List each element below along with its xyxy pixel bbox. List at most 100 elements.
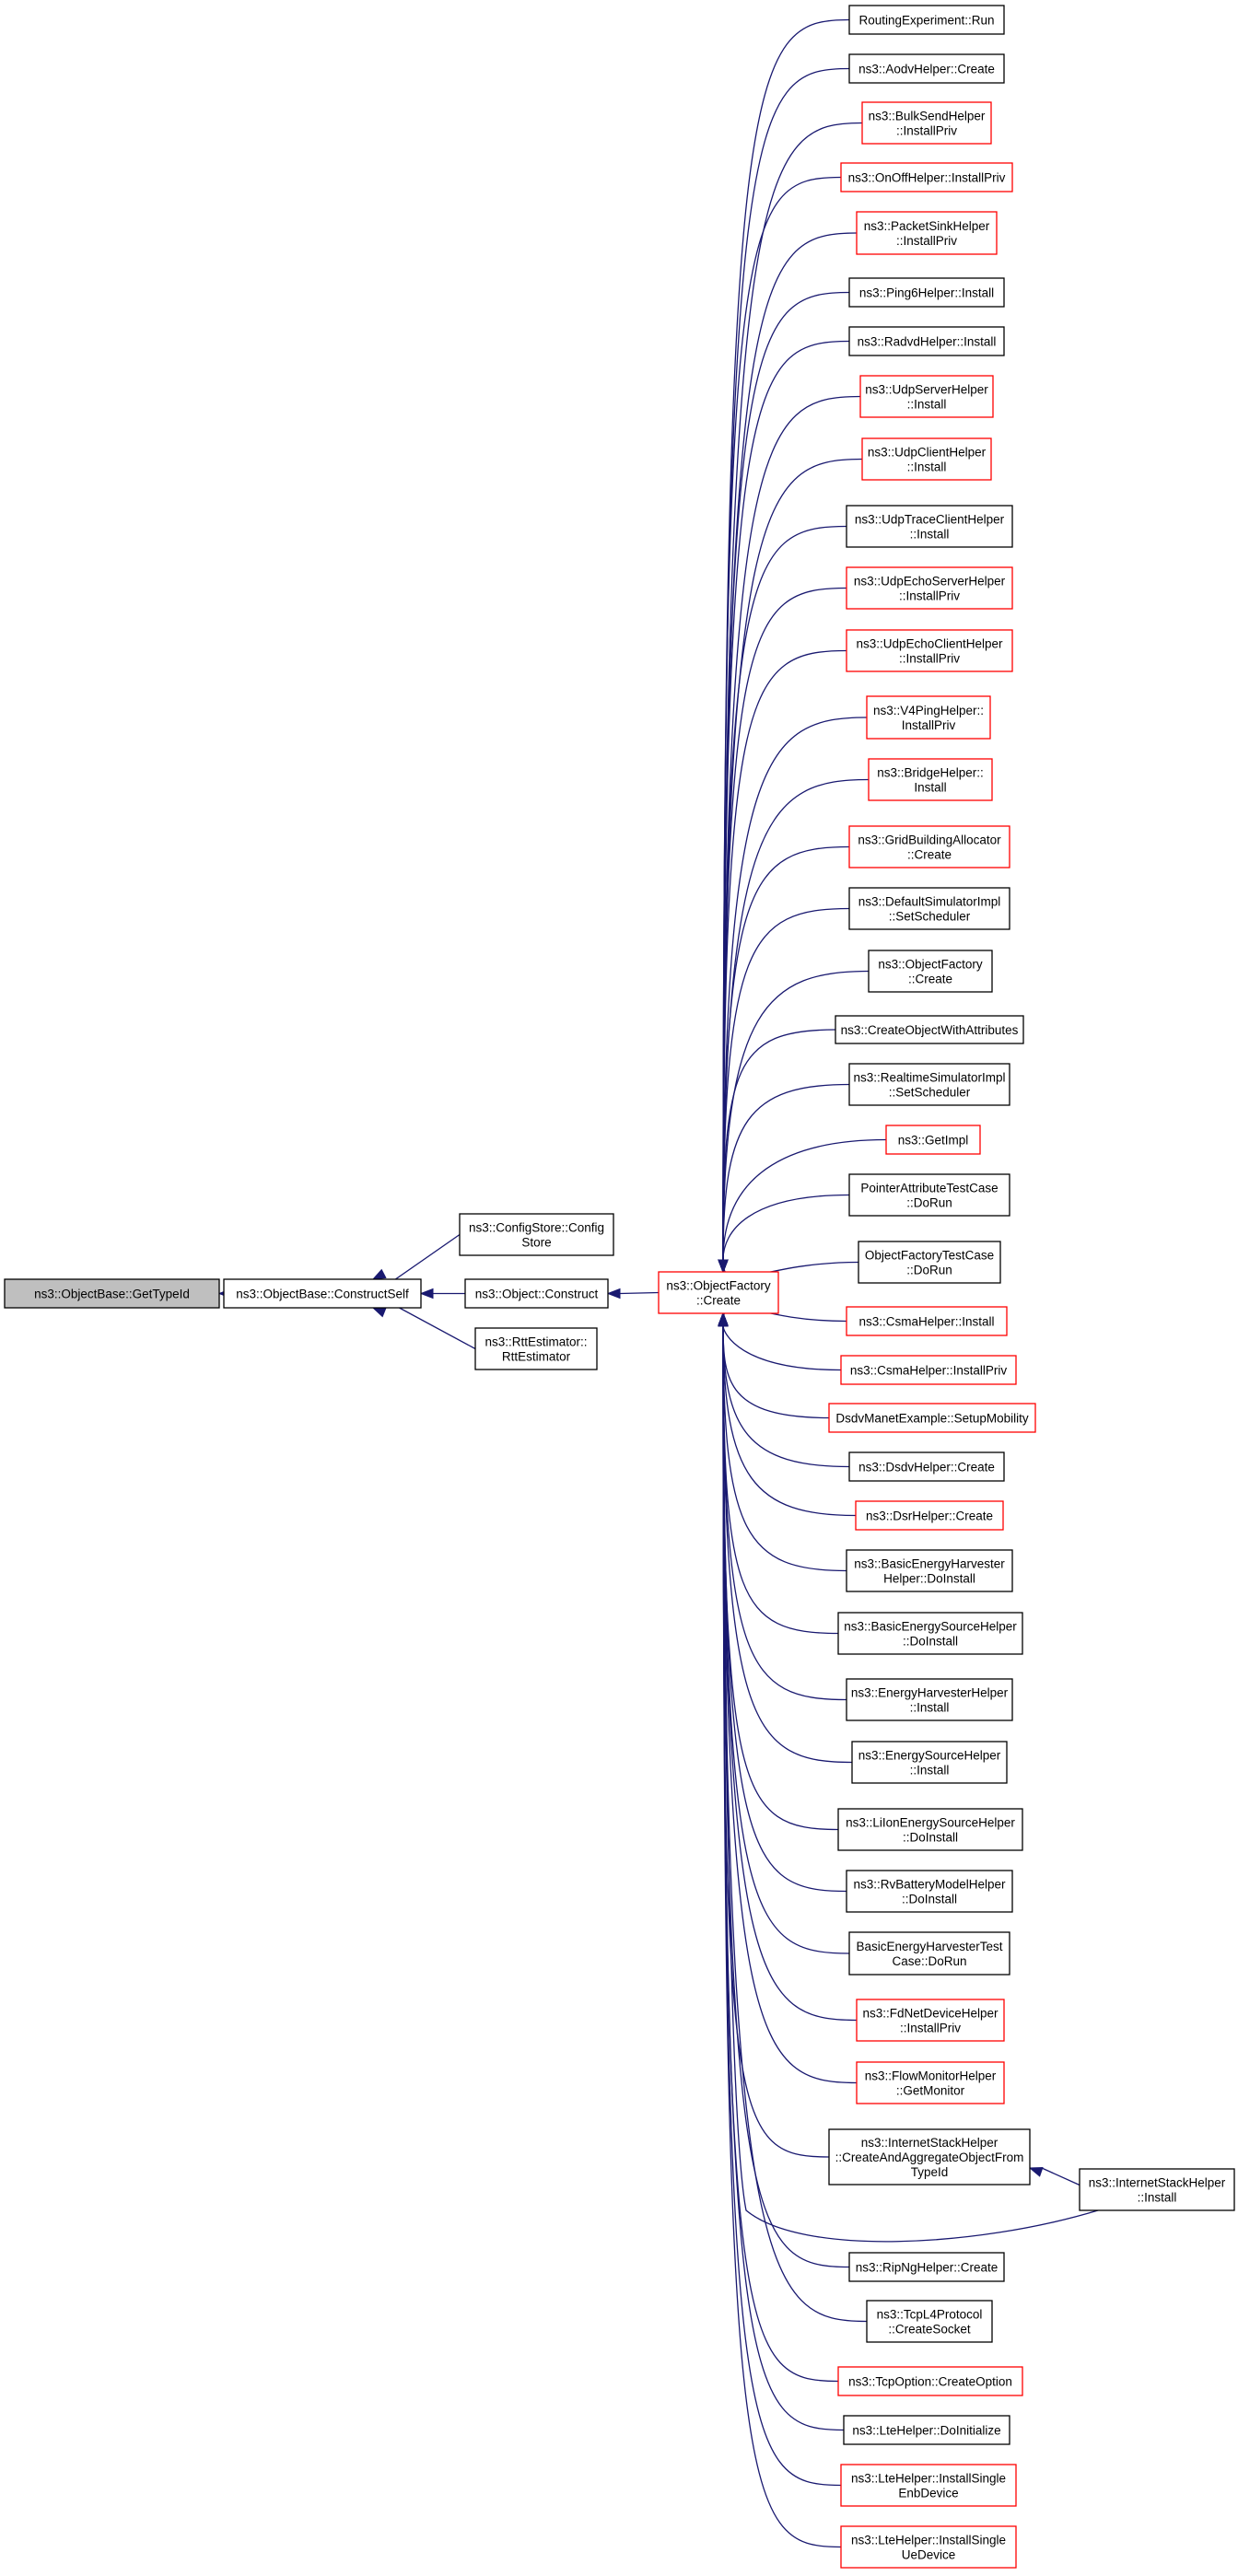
call-edge — [718, 1029, 836, 1274]
call-edge — [718, 1311, 847, 1572]
node-label: RttEstimator — [502, 1350, 571, 1364]
graph-node-getTypeId[interactable]: ns3::ObjectBase::GetTypeId — [4, 1278, 220, 1309]
node-box — [848, 1063, 1010, 1106]
node-label: ns3::RipNgHelper::Create — [856, 2261, 999, 2275]
node-label: ::Install — [910, 1764, 950, 1778]
graph-node-c15[interactable]: ns3::GridBuildingAllocator::Create — [848, 825, 1010, 868]
graph-node-configStore[interactable]: ns3::ConfigStore::ConfigStore — [459, 1213, 614, 1256]
node-label: ::InstallPriv — [899, 589, 960, 603]
node-box — [848, 2252, 1005, 2282]
graph-node-c20[interactable]: ns3::GetImpl — [885, 1125, 981, 1155]
graph-node-c03[interactable]: ns3::BulkSendHelper::InstallPriv — [861, 101, 992, 145]
graph-node-c30[interactable]: ns3::EnergyHarvesterHelper::Install — [846, 1678, 1013, 1721]
node-label: ::Create — [696, 1294, 741, 1308]
graph-node-c18[interactable]: ns3::CreateObjectWithAttributes — [835, 1015, 1024, 1044]
node-label: ::CreateAndAggregateObjectFrom — [835, 2151, 1024, 2164]
node-label: Helper::DoInstall — [883, 1572, 975, 1586]
graph-node-c37[interactable]: ns3::InternetStackHelper::CreateAndAggre… — [828, 2128, 1031, 2186]
node-label: Case::DoRun — [892, 1954, 966, 1968]
graph-node-c09[interactable]: ns3::UdpClientHelper::Install — [861, 437, 992, 481]
node-box — [848, 277, 1005, 308]
graph-node-objectFactoryCreate[interactable]: ns3::ObjectFactory::Create — [658, 1271, 779, 1314]
node-label: ns3::EnergyHarvesterHelper — [851, 1686, 1009, 1700]
call-edge — [718, 458, 863, 1274]
graph-node-c25[interactable]: DsdvManetExample::SetupMobility — [828, 1403, 1036, 1433]
graph-node-c38[interactable]: ns3::InternetStackHelper::Install — [1079, 2168, 1235, 2211]
node-label: TypeId — [911, 2165, 949, 2179]
node-box — [4, 1278, 220, 1309]
node-box — [846, 1678, 1013, 1721]
graph-node-c02[interactable]: ns3::AodvHelper::Create — [848, 53, 1005, 84]
graph-node-c22[interactable]: ObjectFactoryTestCase::DoRun — [858, 1241, 1001, 1284]
graph-node-c11[interactable]: ns3::UdpEchoServerHelper::InstallPriv — [846, 566, 1013, 610]
node-box — [828, 2128, 1031, 2186]
graph-node-c41[interactable]: ns3::TcpOption::CreateOption — [837, 2366, 1023, 2396]
node-box — [846, 1549, 1013, 1592]
graph-node-c17[interactable]: ns3::ObjectFactory::Create — [868, 950, 993, 993]
graph-node-c21[interactable]: PointerAttributeTestCase::DoRun — [848, 1173, 1010, 1217]
graph-node-c06[interactable]: ns3::Ping6Helper::Install — [848, 277, 1005, 308]
graph-node-c31[interactable]: ns3::EnergySourceHelper::Install — [851, 1741, 1008, 1784]
graph-node-c33[interactable]: ns3::RvBatteryModelHelper::DoInstall — [846, 1870, 1013, 1913]
node-box — [848, 825, 1010, 868]
node-box — [837, 1612, 1023, 1655]
node-label: ::InstallPriv — [899, 652, 960, 666]
graph-node-c26[interactable]: ns3::DsdvHelper::Create — [848, 1451, 1005, 1482]
graph-node-c01[interactable]: RoutingExperiment::Run — [848, 5, 1005, 35]
graph-node-c19[interactable]: ns3::RealtimeSimulatorImpl::SetScheduler — [848, 1063, 1010, 1106]
graph-node-c24[interactable]: ns3::CsmaHelper::InstallPriv — [840, 1355, 1017, 1385]
node-label: ns3::UdpEchoClientHelper — [856, 637, 1003, 651]
graph-node-c16[interactable]: ns3::DefaultSimulatorImpl::SetScheduler — [848, 887, 1010, 930]
node-box — [848, 887, 1010, 930]
node-label: ns3::FlowMonitorHelper — [865, 2069, 997, 2083]
graph-node-c08[interactable]: ns3::UdpServerHelper::Install — [859, 375, 994, 418]
graph-node-c10[interactable]: ns3::UdpTraceClientHelper::Install — [846, 505, 1013, 548]
node-label: ::Install — [1138, 2191, 1177, 2205]
graph-node-c35[interactable]: ns3::FdNetDeviceHelper::InstallPriv — [856, 1999, 1005, 2042]
graph-node-c32[interactable]: ns3::LiIonEnergySourceHelper::DoInstall — [837, 1808, 1023, 1851]
node-box — [858, 1241, 1001, 1284]
graph-node-rttEstimator[interactable]: ns3::RttEstimator::RttEstimator — [474, 1327, 598, 1370]
call-edge — [419, 1288, 465, 1300]
graph-node-c42[interactable]: ns3::LteHelper::DoInitialize — [843, 2415, 1010, 2445]
graph-node-c07[interactable]: ns3::RadvdHelper::Install — [848, 326, 1005, 356]
edges-layer — [217, 18, 1099, 2548]
graph-node-c23[interactable]: ns3::CsmaHelper::Install — [846, 1306, 1008, 1336]
call-edge — [718, 1083, 850, 1274]
node-label: ns3::LiIonEnergySourceHelper — [846, 1816, 1015, 1830]
call-edge — [718, 1311, 842, 2487]
node-box — [837, 2366, 1023, 2396]
graph-node-c05[interactable]: ns3::PacketSinkHelper::InstallPriv — [856, 211, 998, 255]
node-label: Store — [521, 1236, 551, 1250]
graph-node-c12[interactable]: ns3::UdpEchoClientHelper::InstallPriv — [846, 629, 1013, 672]
node-label: ns3::BasicEnergyHarvester — [854, 1557, 1005, 1571]
graph-node-c27[interactable]: ns3::DsrHelper::Create — [855, 1500, 1004, 1531]
graph-node-objectConstruct[interactable]: ns3::Object::Construct — [464, 1278, 609, 1309]
node-box — [861, 437, 992, 481]
graph-node-c04[interactable]: ns3::OnOffHelper::InstallPriv — [840, 162, 1013, 192]
graph-node-c29[interactable]: ns3::BasicEnergySourceHelper::DoInstall — [837, 1612, 1023, 1655]
node-label: ns3::GetImpl — [898, 1134, 969, 1148]
graph-node-c14[interactable]: ns3::BridgeHelper::Install — [868, 758, 993, 801]
graph-node-c40[interactable]: ns3::TcpL4Protocol::CreateSocket — [866, 2300, 993, 2343]
graph-node-c39[interactable]: ns3::RipNgHelper::Create — [848, 2252, 1005, 2282]
node-label: ::Install — [910, 528, 950, 542]
graph-node-c28[interactable]: ns3::BasicEnergyHarvesterHelper::DoInsta… — [846, 1549, 1013, 1592]
node-label: ObjectFactoryTestCase — [865, 1249, 994, 1263]
node-box — [859, 375, 994, 418]
node-label: ns3::TcpOption::CreateOption — [848, 2375, 1012, 2389]
graph-node-constructSelf[interactable]: ns3::ObjectBase::ConstructSelf — [223, 1278, 422, 1309]
node-box — [848, 326, 1005, 356]
graph-node-c36[interactable]: ns3::FlowMonitorHelper::GetMonitor — [856, 2061, 1005, 2104]
graph-node-c13[interactable]: ns3::V4PingHelper::InstallPriv — [866, 695, 991, 740]
node-label: ::Install — [907, 460, 947, 474]
node-label: ::Create — [908, 973, 952, 986]
node-label: ns3::EnergySourceHelper — [858, 1749, 1001, 1763]
node-box — [856, 211, 998, 255]
node-label: ns3::BasicEnergySourceHelper — [844, 1620, 1017, 1634]
node-label: PointerAttributeTestCase — [860, 1182, 998, 1195]
